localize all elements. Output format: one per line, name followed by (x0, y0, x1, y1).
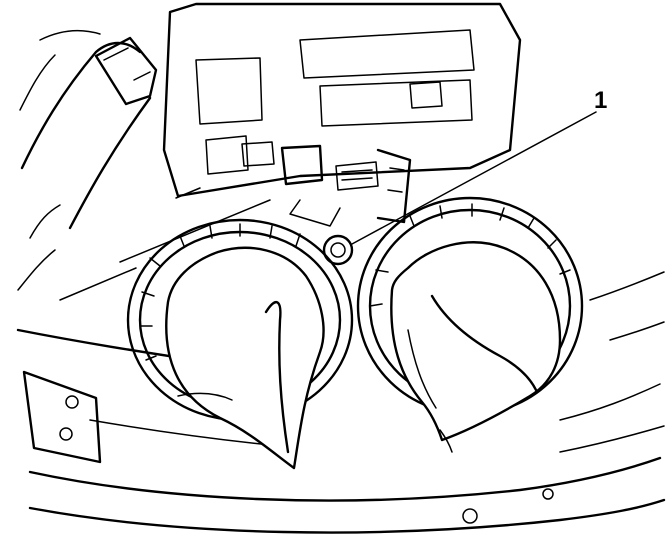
mounting-nut (322, 234, 354, 266)
horn-right (356, 196, 584, 453)
callout-1: 1 (351, 87, 607, 245)
horn-left (126, 218, 354, 470)
engine-bay-background (16, 29, 666, 534)
connector-module (94, 2, 522, 227)
callout-1-label: 1 (594, 87, 607, 114)
